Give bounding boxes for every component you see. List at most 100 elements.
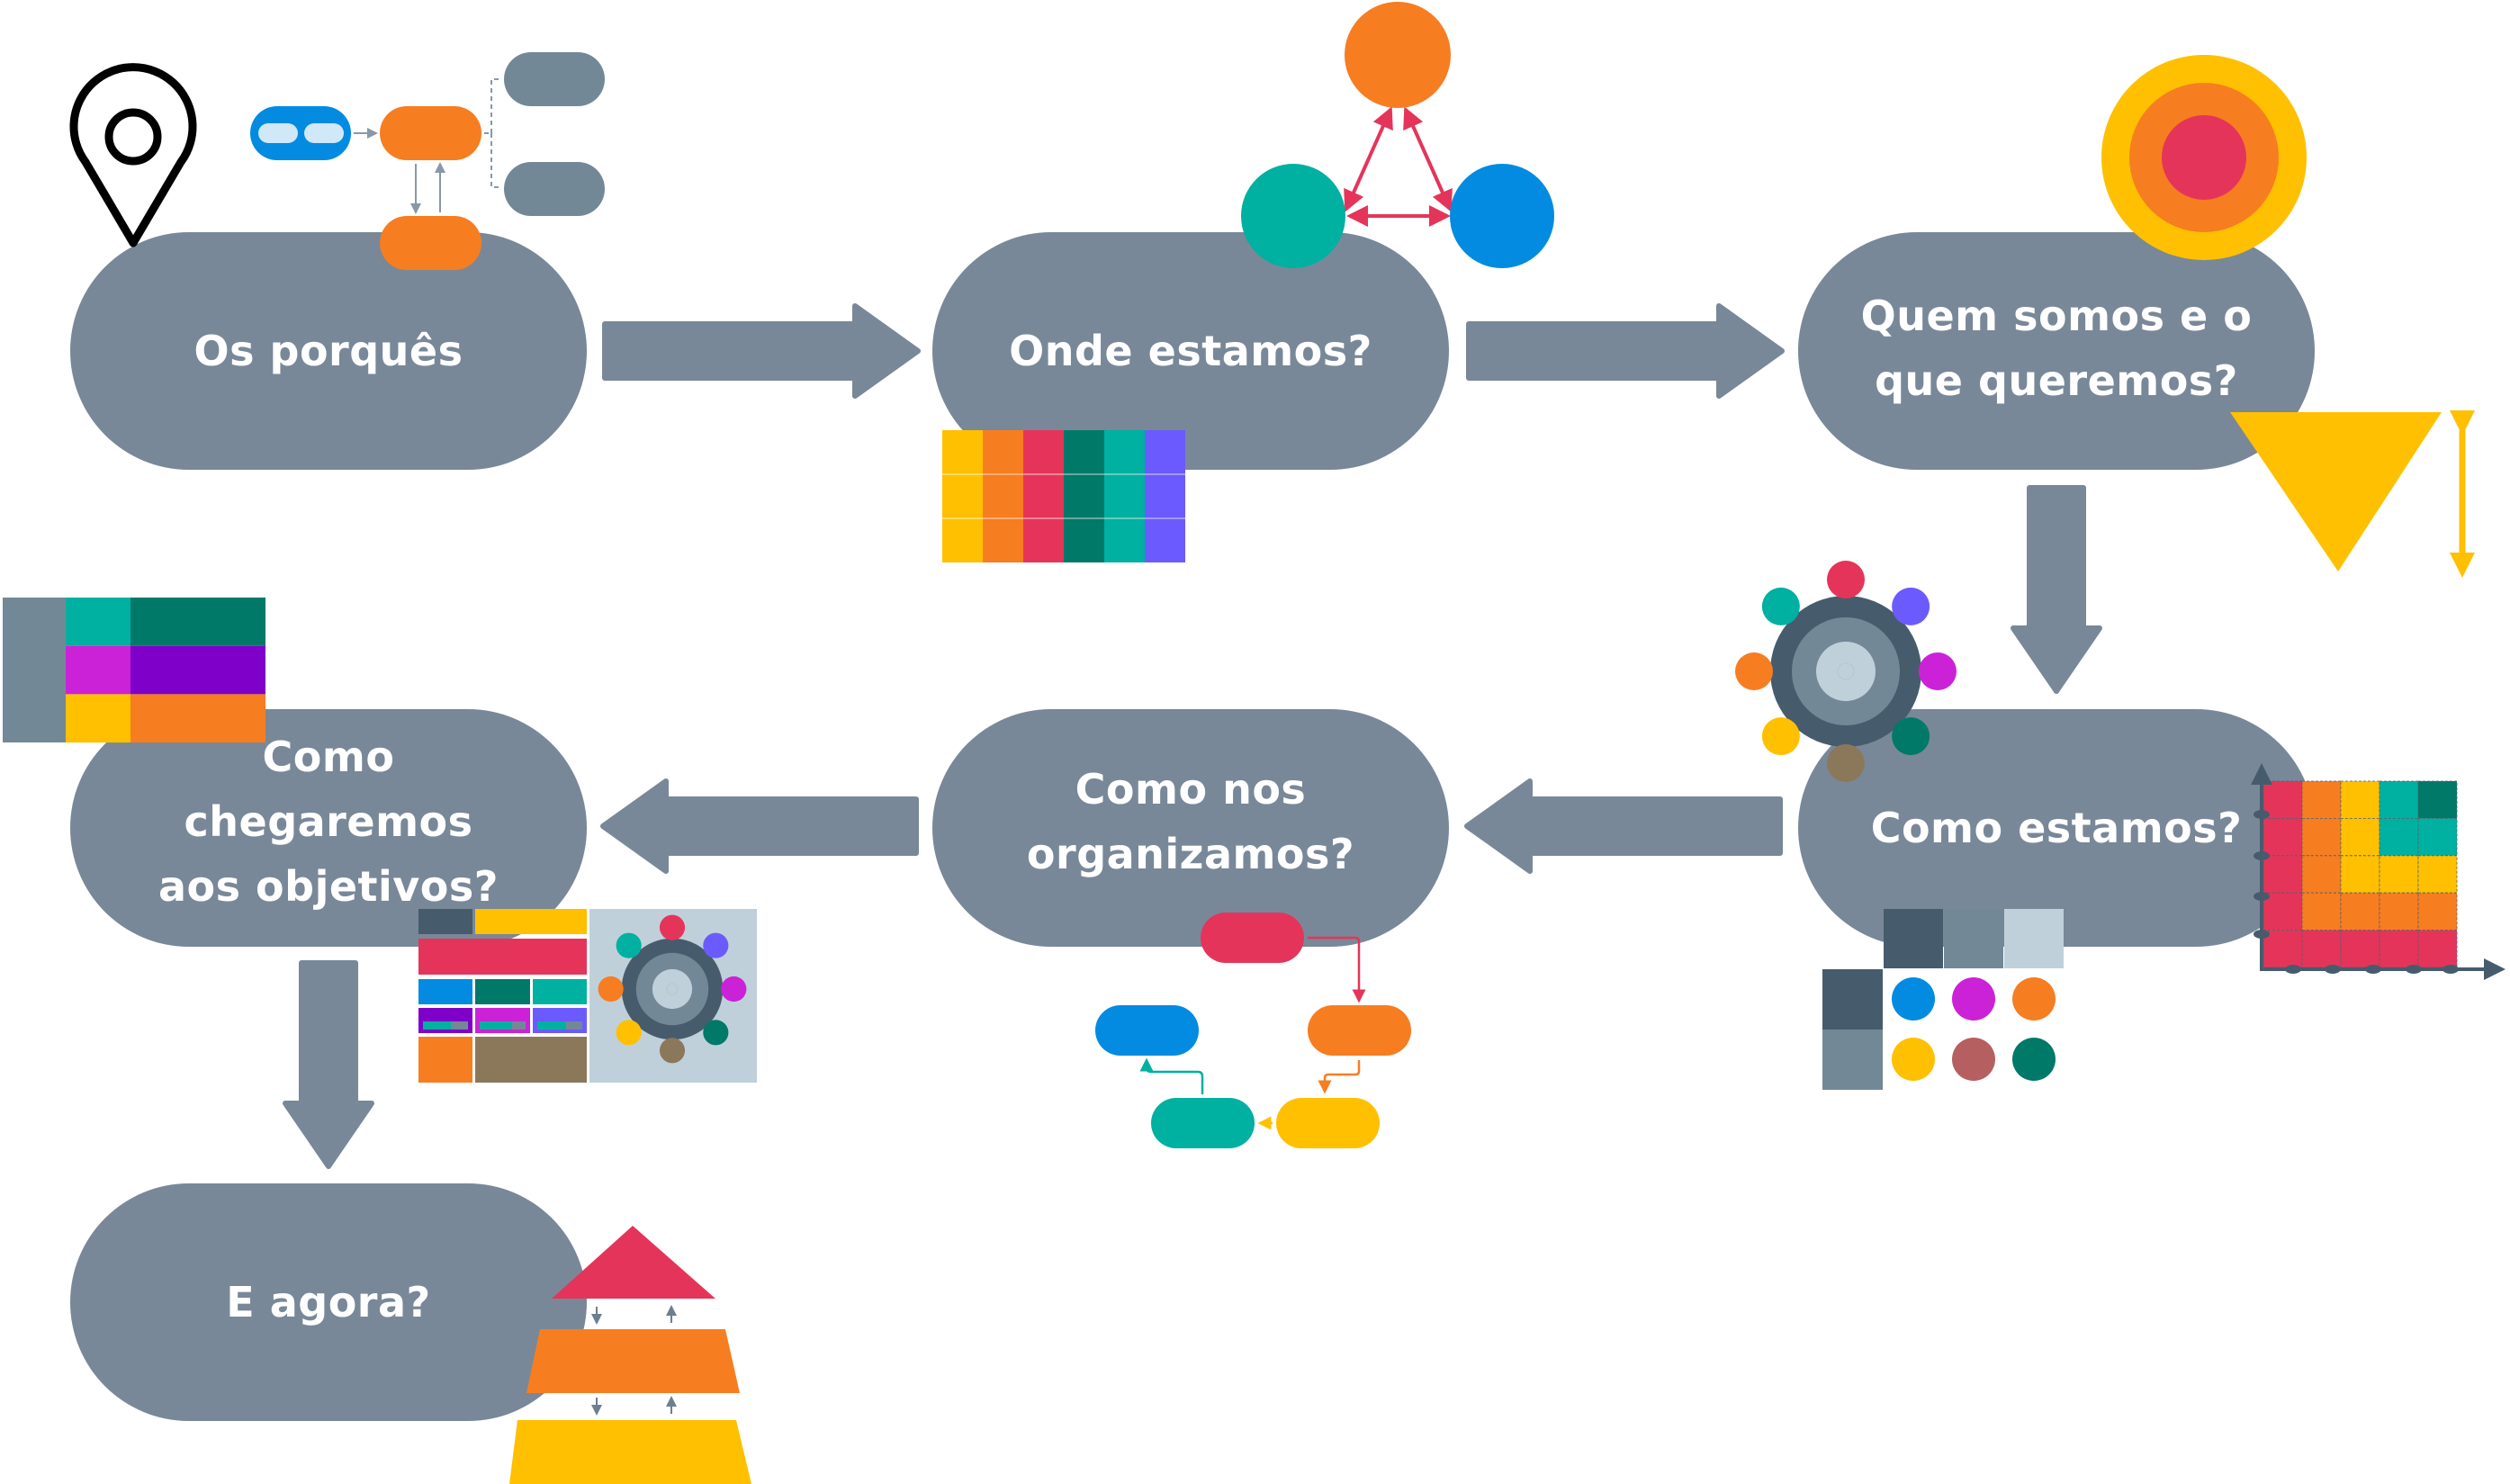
gear-satellite bbox=[1827, 561, 1865, 598]
heatmap-cell bbox=[2340, 855, 2380, 894]
heatmap-icon bbox=[2251, 763, 2506, 980]
flow-node bbox=[1276, 1098, 1380, 1148]
heatmap-cell bbox=[2340, 818, 2380, 857]
gear-icon bbox=[598, 914, 747, 1064]
gear-satellite bbox=[1892, 587, 1930, 625]
axis-tick bbox=[2254, 892, 2270, 901]
gear-satellite bbox=[703, 932, 729, 958]
step-why[interactable]: Os porquês bbox=[70, 232, 587, 470]
heatmap-cell bbox=[2263, 818, 2303, 857]
flow-node bbox=[1308, 1005, 1411, 1056]
arrow-right-icon bbox=[602, 303, 921, 399]
flow-node bbox=[1151, 1098, 1255, 1148]
table-column bbox=[1064, 430, 1104, 562]
step-who[interactable]: Quem somos e o que queremos? bbox=[1798, 232, 2315, 470]
gear-satellite bbox=[616, 932, 642, 958]
arrow-reach-to-now bbox=[283, 960, 374, 1169]
palette-swatch bbox=[1944, 909, 2003, 968]
step-now[interactable]: E agora? bbox=[70, 1183, 587, 1421]
matrix-cell bbox=[130, 694, 265, 743]
palette-swatch bbox=[2004, 909, 2064, 968]
flow-node bbox=[380, 106, 481, 160]
axis-tick bbox=[2365, 965, 2381, 974]
heatmap-cell bbox=[2340, 780, 2380, 819]
gear-satellite bbox=[1761, 717, 1800, 756]
arrow-down-icon bbox=[283, 960, 374, 1169]
matrix-cell bbox=[66, 645, 130, 695]
heatmap-cell bbox=[2301, 818, 2342, 857]
heatmap-cell bbox=[2417, 892, 2458, 931]
heatmap-cell bbox=[2379, 855, 2419, 894]
heatmap-cell bbox=[2379, 780, 2419, 819]
gear-icon bbox=[1735, 561, 1957, 782]
palette-swatch bbox=[1822, 969, 1883, 1030]
step-label: Como estamos? bbox=[1870, 804, 2243, 852]
flow-node bbox=[380, 216, 481, 270]
network-node bbox=[1345, 2, 1451, 108]
table-column bbox=[942, 430, 983, 562]
pyramid-icon bbox=[509, 1226, 751, 1484]
heatmap-cell bbox=[2417, 780, 2458, 819]
target-icon bbox=[2101, 55, 2307, 260]
palette-swatch bbox=[1884, 909, 1943, 968]
heatmap-cell bbox=[2379, 818, 2419, 857]
matrix-cell bbox=[130, 645, 265, 695]
table-column bbox=[1145, 430, 1185, 562]
table-column bbox=[1023, 430, 1064, 562]
gear-satellite bbox=[721, 976, 747, 1003]
matrix-header bbox=[3, 598, 66, 742]
gear-satellite bbox=[659, 1038, 686, 1064]
palette-dot bbox=[2012, 1038, 2056, 1081]
step-label: Como nos organizamos? bbox=[1026, 765, 1355, 878]
axis-tick bbox=[2443, 965, 2459, 974]
step-label: Os porquês bbox=[193, 327, 463, 375]
axis-tick bbox=[2285, 965, 2301, 974]
table-column bbox=[983, 430, 1023, 562]
heatmap-cell bbox=[2263, 930, 2303, 968]
step-label: Onde estamos? bbox=[1009, 327, 1372, 375]
arrow-left-icon bbox=[600, 778, 919, 874]
axis-tick bbox=[2254, 810, 2270, 819]
arrow-where-to-who bbox=[1466, 303, 1785, 399]
gear-inner bbox=[652, 968, 693, 1010]
matrix-cell bbox=[130, 598, 265, 646]
target-ring bbox=[2162, 115, 2246, 200]
heatmap-cell bbox=[2340, 892, 2380, 931]
gear-satellite bbox=[659, 914, 686, 940]
gear-satellite bbox=[1892, 717, 1930, 756]
flow-node bbox=[250, 106, 351, 160]
heatmap-cell bbox=[2263, 780, 2303, 819]
arrow-left-icon bbox=[1464, 778, 1783, 874]
arrow-right-icon bbox=[1466, 303, 1785, 399]
network-node bbox=[1450, 164, 1554, 268]
gear-satellite bbox=[1919, 652, 1957, 690]
gear-satellite bbox=[703, 1020, 729, 1046]
heatmap-cell bbox=[2379, 930, 2419, 968]
table-column bbox=[1104, 430, 1145, 562]
step-label: Quem somos e o que queremos? bbox=[1860, 292, 2253, 405]
arrow-how-to-organize bbox=[1464, 778, 1783, 874]
palette-dot bbox=[1892, 977, 1935, 1021]
flow-node bbox=[504, 162, 605, 216]
flow-node bbox=[504, 52, 605, 106]
palette-dot bbox=[1952, 1038, 1995, 1081]
flow-node bbox=[1095, 1005, 1199, 1056]
heatmap-cell bbox=[2417, 930, 2458, 968]
heatmap-cell bbox=[2263, 855, 2303, 894]
matrix-cell bbox=[66, 694, 130, 743]
step-organize[interactable]: Como nos organizamos? bbox=[932, 709, 1449, 947]
heatmap-cell bbox=[2301, 780, 2342, 819]
gear-satellite bbox=[598, 976, 624, 1003]
flow-node bbox=[1201, 913, 1304, 963]
step-how-are-we[interactable]: Como estamos? bbox=[1798, 709, 2315, 947]
arrow-who-to-how bbox=[2011, 485, 2102, 694]
axis-tick bbox=[2254, 851, 2270, 860]
heatmap-cell bbox=[2301, 892, 2342, 931]
arrow-why-to-where bbox=[602, 303, 921, 399]
step-reach[interactable]: Como chegaremos aos objetivos? bbox=[70, 709, 587, 947]
palette-dot bbox=[1952, 977, 1995, 1021]
axis-tick bbox=[2406, 965, 2422, 974]
step-label: E agora? bbox=[226, 1278, 431, 1327]
dashboard-icon bbox=[418, 909, 757, 1083]
